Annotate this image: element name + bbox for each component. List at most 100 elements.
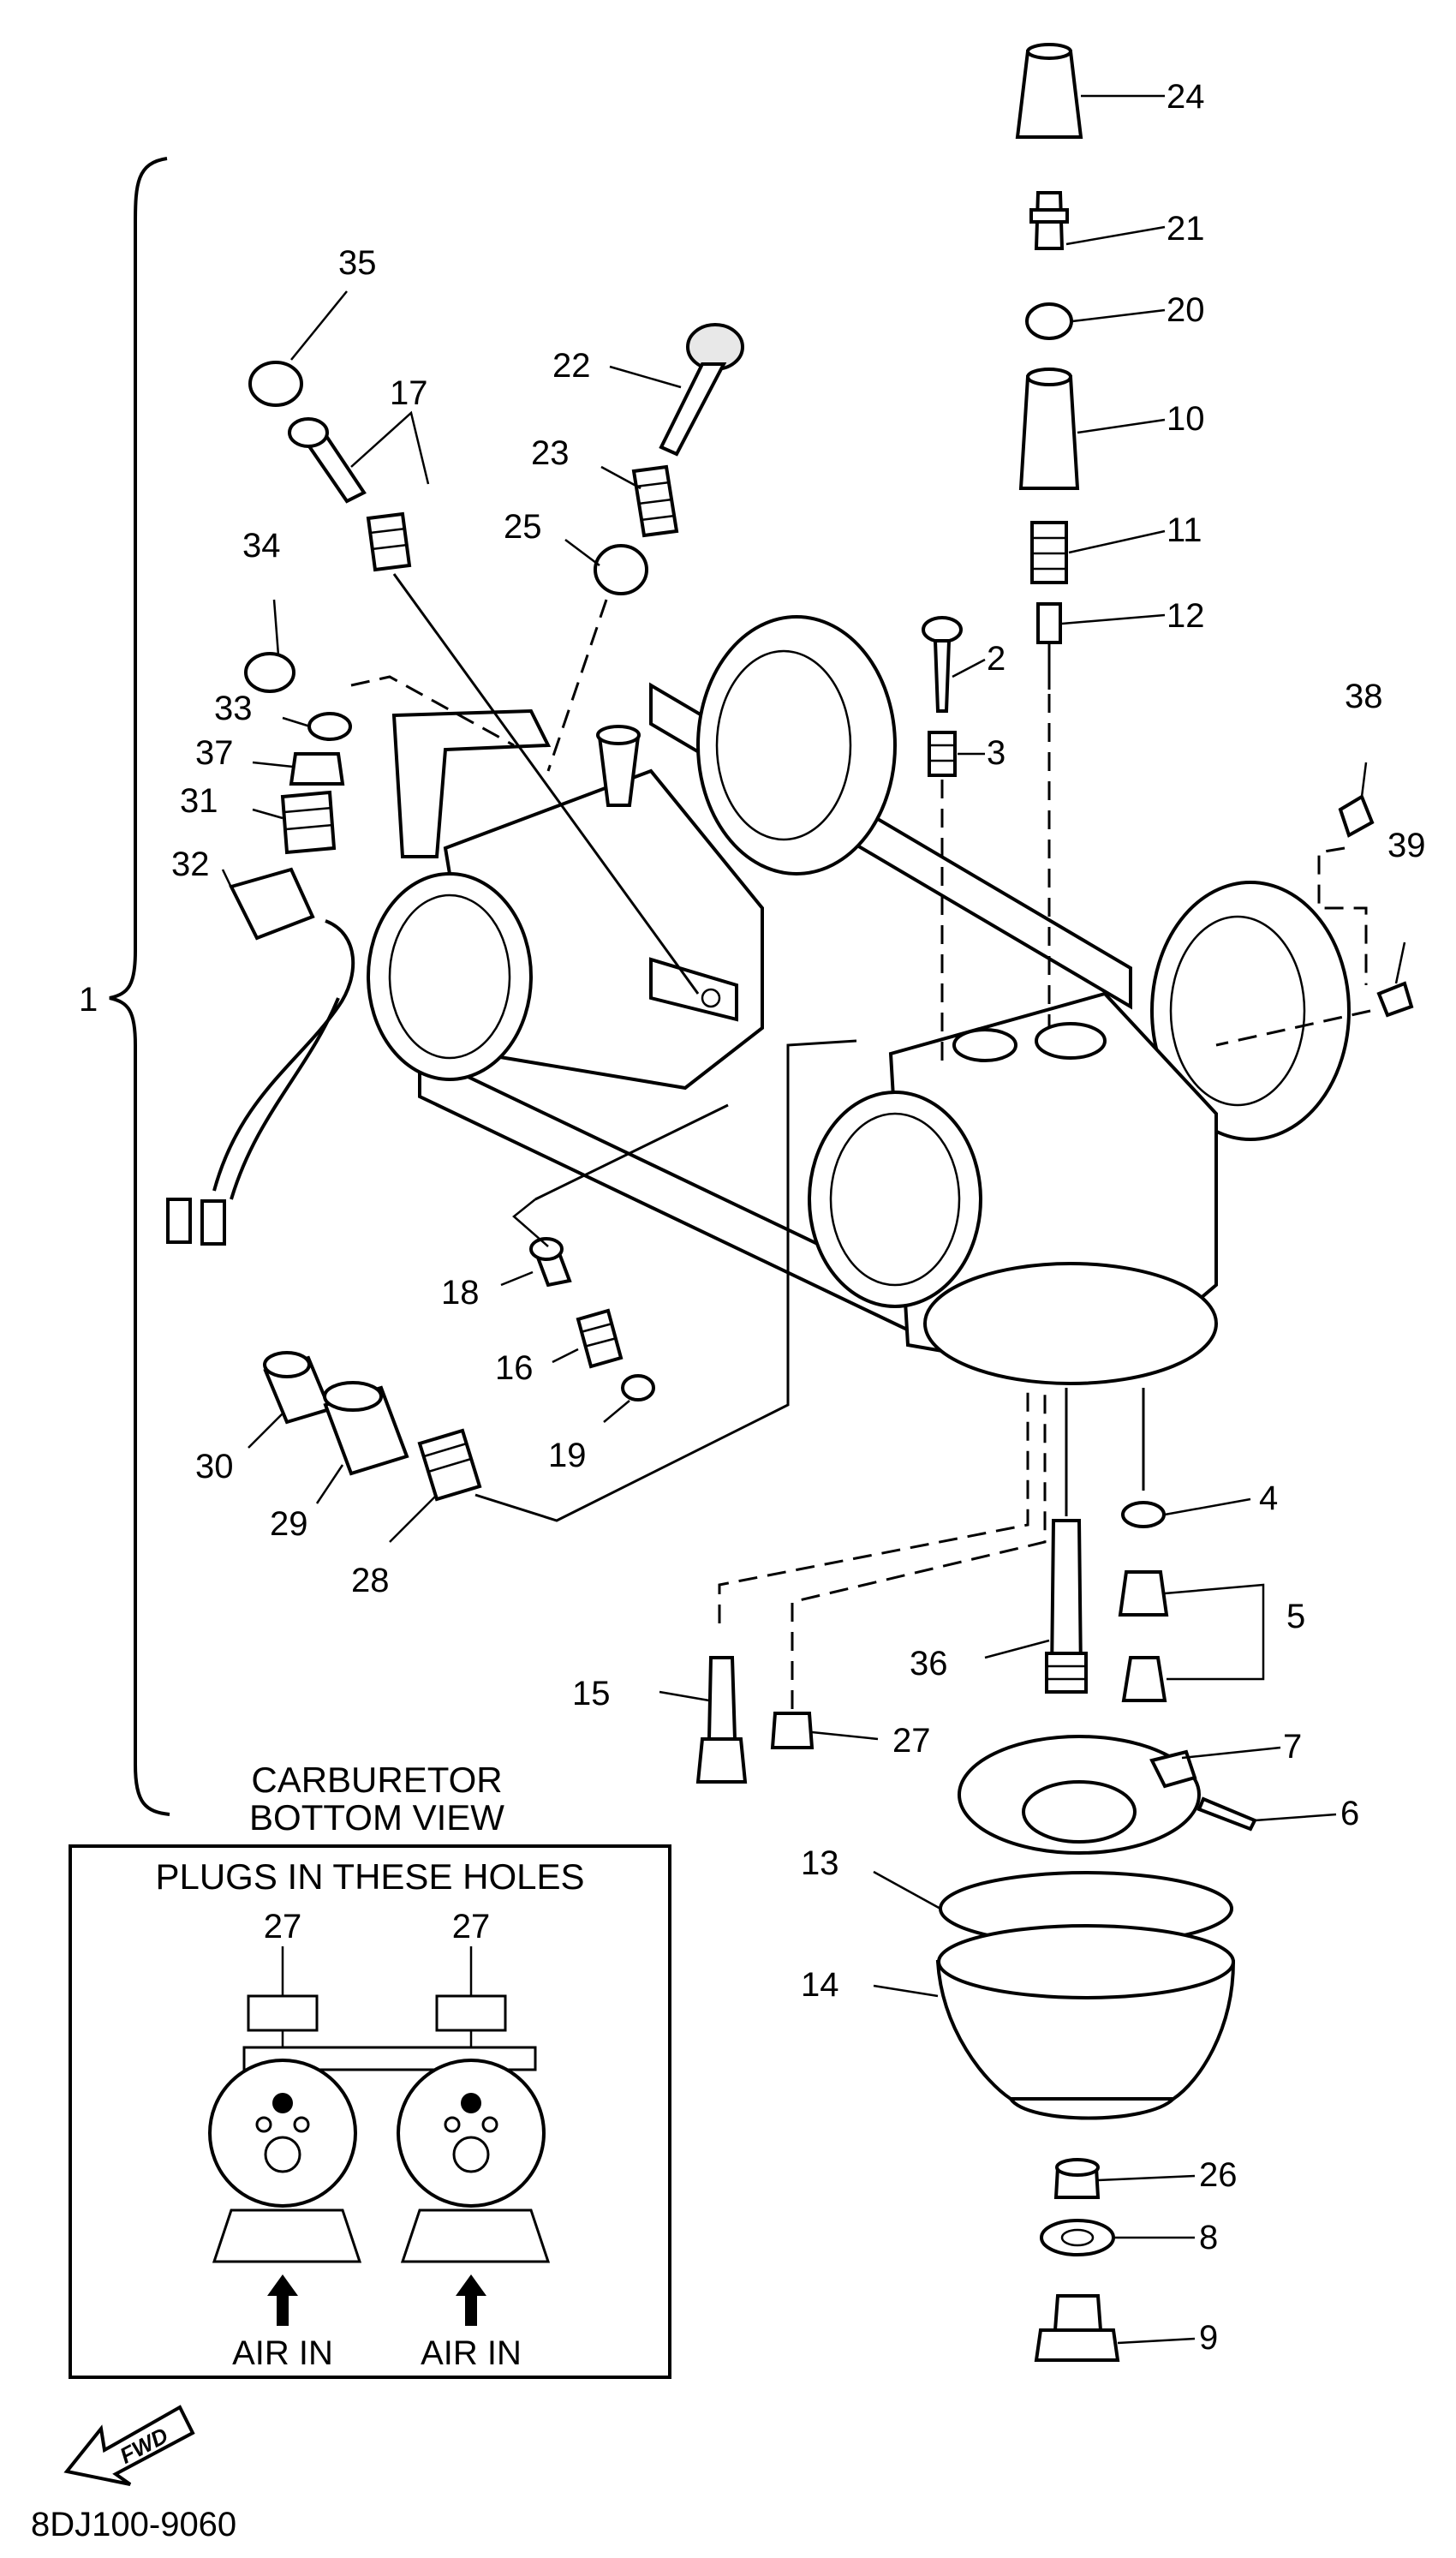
callout-24: 24 [1167, 78, 1205, 116]
leader-18 [500, 1270, 534, 1287]
left-side-parts [166, 652, 515, 1246]
leader-15 [659, 1690, 710, 1702]
leader-2 [952, 658, 986, 678]
callout-31: 31 [180, 782, 218, 820]
leader-28 [389, 1494, 438, 1543]
callout-4: 4 [1259, 1479, 1278, 1517]
leader-36 [984, 1639, 1050, 1659]
leader-32 [221, 869, 235, 892]
inset-plug-hole-left [272, 2093, 293, 2113]
callout-36: 36 [910, 1645, 948, 1682]
float-bowl-assembly [935, 1735, 1257, 2120]
callout-9: 9 [1199, 2319, 1218, 2357]
inset-title-line2: BOTTOM VIEW [249, 1797, 504, 1838]
assembly-bracket [109, 157, 170, 1816]
leader-34 [272, 599, 280, 656]
leader-5 [1164, 1583, 1265, 1681]
callout-11: 11 [1167, 511, 1202, 549]
inset-air-in-left: AIR IN [232, 2334, 333, 2372]
inset-title-line1: CARBURETOR [251, 1760, 502, 1800]
throttle-stop-screw-group [546, 323, 744, 772]
left-upper-parts [248, 361, 700, 995]
callout-18: 18 [441, 1274, 480, 1312]
leader-20 [1071, 308, 1166, 323]
callout-14: 14 [801, 1966, 839, 2004]
callout-labels: 24 21 20 10 11 12 2 3 35 17 22 23 25 34 … [171, 78, 1426, 2357]
callout-26: 26 [1199, 2156, 1238, 2194]
leader-12 [1061, 613, 1166, 625]
callout-5: 5 [1286, 1598, 1305, 1635]
inset-plug-label-left: 27 [264, 1908, 302, 1945]
callout-37: 37 [195, 734, 234, 772]
fwd-arrow-icon: FWD [63, 2405, 195, 2486]
callout-8: 8 [1199, 2219, 1218, 2256]
leader-38 [1360, 762, 1368, 798]
callout-29: 29 [270, 1505, 308, 1543]
leader-14 [873, 1984, 939, 1998]
idle-screw-group [512, 1103, 729, 1402]
carburetor-body [367, 615, 1351, 1385]
leader-37 [252, 761, 294, 768]
inset-box-title: PLUGS IN THESE HOLES [155, 1856, 584, 1897]
callout-7: 7 [1283, 1728, 1302, 1766]
callout-22: 22 [552, 347, 591, 385]
leader-7 [1181, 1746, 1281, 1760]
callout-15: 15 [572, 1675, 611, 1712]
callout-32: 32 [171, 846, 210, 883]
leader-6 [1254, 1813, 1337, 1822]
callout-27: 27 [892, 1722, 931, 1760]
callout-1: 1 [79, 981, 98, 1019]
callout-21: 21 [1167, 210, 1205, 248]
leader-10 [1077, 418, 1166, 434]
leader-39 [1394, 941, 1406, 984]
jet-parts [695, 1388, 1169, 1784]
callout-39: 39 [1387, 827, 1426, 864]
callout-34: 34 [242, 527, 281, 565]
bottom-view-inset: CARBURETOR BOTTOM VIEW PLUGS IN THESE HO… [69, 1760, 671, 2379]
callout-3: 3 [987, 734, 1005, 772]
accelerator-parts [263, 1039, 857, 1522]
callout-28: 28 [351, 1562, 390, 1599]
inset-plug-label-right: 27 [452, 1908, 491, 1945]
leader-22 [609, 365, 682, 389]
callout-23: 23 [531, 434, 570, 472]
callout-10: 10 [1167, 400, 1205, 438]
leader-19 [603, 1400, 630, 1423]
leader-27 [811, 1730, 879, 1741]
inset-box [69, 1844, 671, 2379]
leader-17 [350, 410, 430, 485]
callout-20: 20 [1167, 291, 1205, 329]
callout-19: 19 [548, 1437, 587, 1474]
inset-air-in-right: AIR IN [421, 2334, 522, 2372]
callout-12: 12 [1167, 597, 1205, 635]
diagram-part-code: 8DJ100-9060 [31, 2506, 236, 2543]
callout-38: 38 [1345, 678, 1383, 715]
leader-25 [564, 539, 600, 566]
callout-2: 2 [987, 640, 1005, 678]
leader-31 [252, 808, 283, 820]
leader-35 [290, 290, 348, 361]
top-parts-column [1015, 43, 1083, 1028]
leader-30 [248, 1413, 283, 1449]
leader-23 [600, 465, 641, 490]
leader-16 [552, 1348, 579, 1364]
callout-13: 13 [801, 1844, 839, 1882]
leader-4 [1164, 1497, 1251, 1516]
drain-parts [1034, 2158, 1120, 2362]
callout-17: 17 [390, 374, 428, 412]
callout-30: 30 [195, 1448, 234, 1485]
inset-plug-hole-right [461, 2093, 481, 2113]
callout-25: 25 [504, 508, 542, 546]
leader-9 [1117, 2337, 1196, 2345]
right-side-screws [1215, 794, 1414, 1047]
callout-6: 6 [1340, 1795, 1359, 1832]
pilot-screw-group [922, 616, 963, 1062]
callout-35: 35 [338, 244, 377, 282]
leader-29 [315, 1464, 344, 1504]
leader-13 [873, 1870, 941, 1910]
leader-21 [1065, 225, 1166, 246]
air-in-arrow-left-icon [267, 2274, 298, 2326]
air-in-arrow-right-icon [456, 2274, 486, 2326]
callout-16: 16 [495, 1349, 534, 1387]
